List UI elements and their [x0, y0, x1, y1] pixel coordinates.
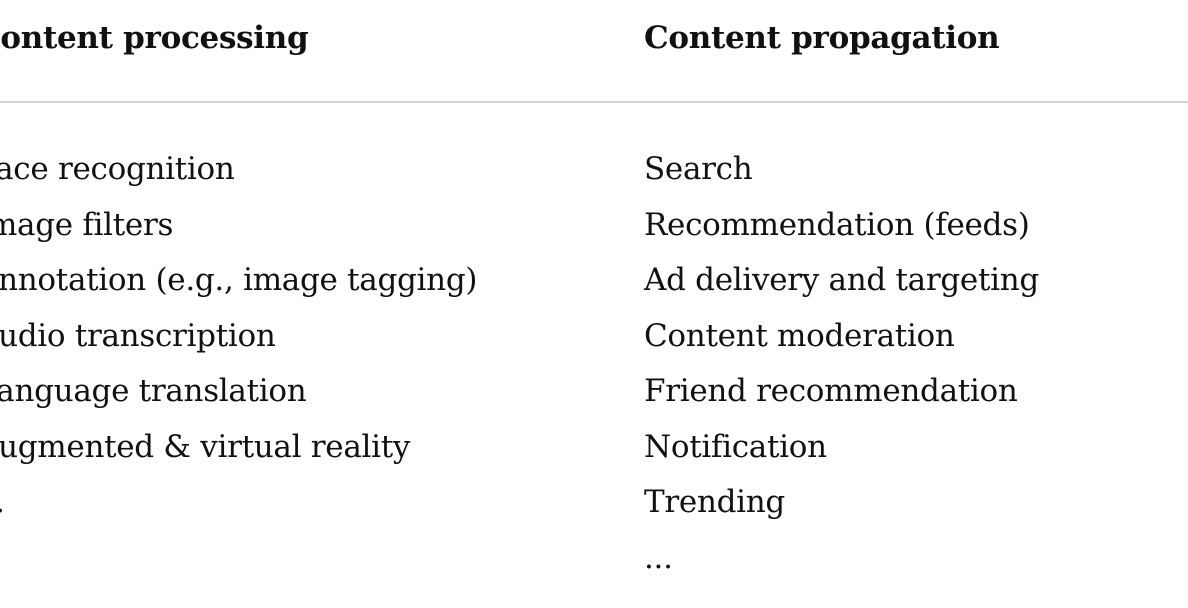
list-item: Augmented & virtual reality — [0, 428, 411, 465]
list-item: Friend recommendation — [644, 373, 1018, 409]
list-item: Trending — [644, 484, 785, 520]
list-item: Audio transcription — [0, 317, 276, 354]
list-item: Content moderation — [644, 317, 955, 354]
list-item: Ad delivery and targeting — [644, 262, 1039, 298]
content-propagation-list: Search Recommendation (feeds) Ad deliver… — [644, 147, 1039, 591]
content-processing-list: Face recognition Image filters Annotatio… — [0, 147, 477, 536]
list-item: Recommendation (feeds) — [644, 206, 1030, 243]
list-item: Image filters — [0, 206, 174, 243]
list-item: Search — [644, 151, 753, 187]
list-item: Annotation (e.g., image tagging) — [0, 262, 478, 298]
list-item: ... — [644, 539, 673, 576]
column-header-content-propagation: Content propagation — [644, 20, 1000, 56]
list-item: Notification — [644, 428, 827, 465]
list-item: Face recognition — [0, 151, 235, 187]
header-divider — [0, 101, 1188, 103]
list-item: ... — [0, 480, 477, 536]
column-header-content-processing: Content processing — [0, 20, 309, 56]
list-item: Language translation — [0, 373, 307, 409]
